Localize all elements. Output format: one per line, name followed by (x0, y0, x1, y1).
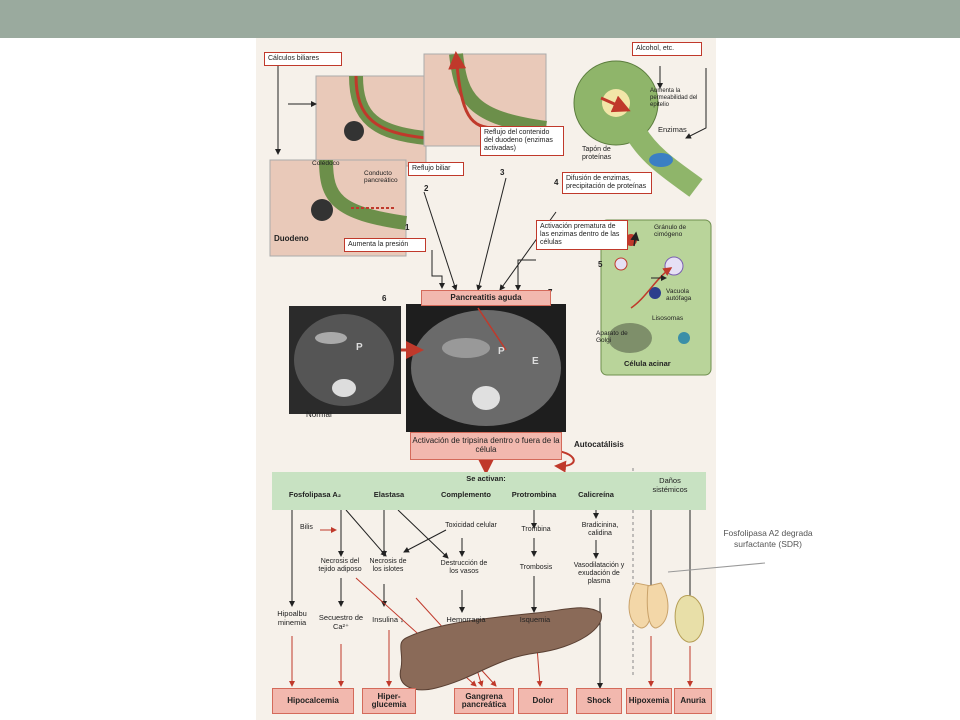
outcome-shock: Shock (576, 688, 622, 714)
step-number-5: 5 (598, 260, 603, 269)
enzymes-label: Enzimas (658, 125, 687, 134)
elastase-label: Elastasa (373, 490, 405, 499)
hypoalbuminemia-node: Hipoalbu minemia (277, 609, 307, 627)
vasodilation-node: Vasodilatación y exudación de plasma (573, 562, 625, 586)
thrombosis-node: Trombosis (519, 564, 553, 571)
autocatalysis-label: Autocatálisis (574, 440, 624, 449)
permeability-label: Aumenta la permeabilidad del epitelio (650, 88, 698, 108)
fat-necrosis-node: Necrosis del tejido adiposo (318, 558, 362, 574)
activation-band (272, 472, 706, 510)
complement-label: Complemento (440, 490, 491, 499)
diagram-drawing (269, 51, 712, 691)
step-number-6: 6 (382, 294, 387, 303)
surfactant-annotation: Fosfolipasa A2 degrada surfactante (SDR) (723, 528, 813, 550)
thrombin-node: Trombina (521, 526, 551, 533)
bradykinin-node: Bradicinina, calidina (581, 522, 619, 538)
outcome-pancreatic-gangrene: Gangrena pancreática (454, 688, 514, 714)
duodenum-label: Duodeno (274, 234, 309, 243)
choledoch-label: Colédoco (312, 160, 340, 167)
outcome-pain: Dolor (518, 688, 568, 714)
outcome-hypoxemia: Hipoxemia (626, 688, 672, 714)
acinar-cell-illustration (600, 219, 712, 376)
autophagic-vacuole-label: Vacuola autófaga (666, 288, 692, 303)
acinar-cell-label: Célula acinar (624, 359, 671, 368)
insulin-node: Insulina ↓ (372, 615, 404, 624)
ct-left-p-label: P (356, 342, 363, 353)
outcome-hyperglycemia: Hiper-glucemia (362, 688, 416, 714)
premature-activation-label: Activación prematura de las enzimas dent… (536, 220, 628, 251)
acinus-illustration (573, 60, 703, 197)
pressure-label: Aumenta la presión (344, 238, 426, 253)
flow-arrows (289, 509, 693, 689)
header-bar (0, 0, 960, 38)
step-number-2: 2 (424, 184, 429, 193)
ct-right-e-label: E (532, 356, 539, 367)
acute-pancreatitis-box: Pancreatitis aguda (421, 290, 551, 306)
vessel-destruction-node: Destrucción de los vasos (440, 560, 488, 576)
ct-scans (289, 304, 566, 432)
pancreatic-duct-label: Conducto pancreático (364, 170, 398, 185)
biliary-stones-label: Cálculos biliares (264, 52, 342, 67)
trypsin-activation-box: Activación de tripsina dentro o fuera de… (410, 432, 562, 460)
pancreas-illustration (399, 607, 602, 691)
ct-right-p-label: P (498, 346, 505, 357)
duodenal-reflux-label: Reflujo del contenido del duodeno (enzim… (480, 126, 564, 157)
normal-label: Normal (306, 410, 332, 419)
outcome-anuria: Anuria (674, 688, 712, 714)
prothrombin-label: Protrombina (511, 490, 557, 499)
kallikrein-label: Calicreína (578, 490, 614, 499)
golgi-label: Aparato de Golgi (596, 330, 628, 345)
step-number-4: 4 (554, 178, 559, 187)
kidney-illustration (674, 595, 704, 643)
ischemia-node: Isquemia (519, 615, 551, 624)
lungs-illustration (628, 582, 669, 629)
bilis-node: Bilis (300, 524, 313, 531)
step-number-3: 3 (500, 168, 505, 177)
diagram-page: Cálculos biliares Colédoco Conducto panc… (256, 38, 716, 720)
alcohol-label: Alcohol, etc. (632, 42, 702, 57)
step-number-1: 1 (405, 223, 410, 232)
outcome-hypocalcemia: Hipocalcemia (272, 688, 354, 714)
zymogen-granule-label: Gránulo de cimógeno (654, 224, 687, 239)
bile-reflux-label: Reflujo biliar (408, 162, 464, 177)
hemorrhage-node: Hemorragia (446, 615, 486, 624)
diffusion-label: Difusión de enzimas, precipitación de pr… (562, 172, 652, 195)
protein-plug-label: Tapón de proteínas (582, 146, 612, 162)
phospholipase-label: Fosfolipasa A₂ (288, 490, 342, 499)
islet-necrosis-node: Necrosis de los islotes (369, 558, 407, 574)
cell-toxicity-node: Toxicidad celular (445, 522, 497, 529)
activation-title: Se activan: (466, 474, 506, 483)
systemic-damage-label: Daños sistémicos (652, 476, 688, 494)
calcium-sequestration-node: Secuestro de Ca²⁺ (318, 613, 364, 631)
lysosomes-label: Lisosomas (652, 315, 684, 322)
